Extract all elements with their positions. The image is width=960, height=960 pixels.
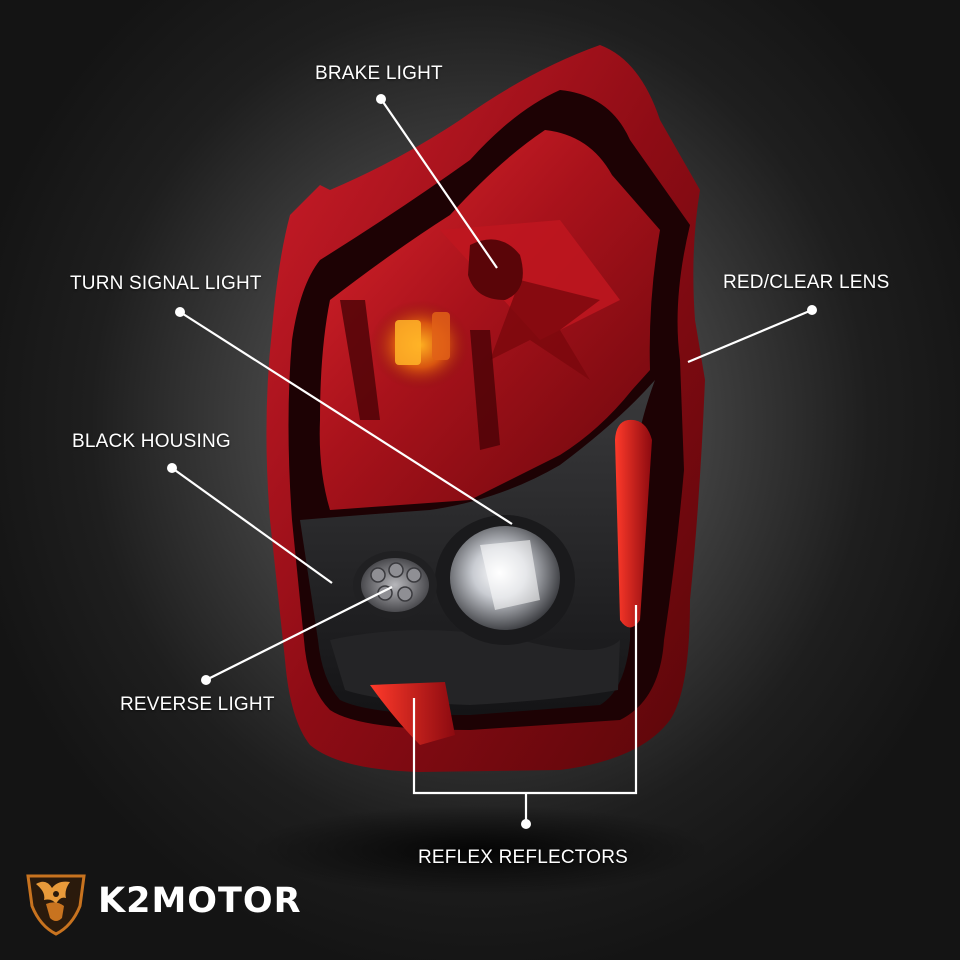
red-clear-lens-label: RED/CLEAR LENS [723, 272, 890, 293]
turn-signal-bulb-2 [432, 312, 450, 360]
turn-signal-label: TURN SIGNAL LIGHT [70, 273, 262, 294]
star-facet [490, 280, 600, 380]
brake-bulb-socket [468, 239, 523, 300]
reflex-reflectors-label: REFLEX REFLECTORS [418, 847, 628, 868]
led-dots [370, 562, 422, 602]
brand-logo: K2MOTOR [22, 868, 322, 938]
callout-dots [167, 94, 817, 829]
reverse-light-label: REVERSE LIGHT [120, 694, 275, 715]
callout-lines [171, 98, 813, 824]
turn-signal-dot [175, 307, 185, 317]
brand-name: K2MOTOR [98, 881, 302, 921]
turn-signal-bulb [395, 320, 421, 365]
reflex-reflectors-dot [521, 819, 531, 829]
red-lens [319, 130, 660, 510]
inner-shadow-struts [340, 300, 500, 450]
black-housing-dot [167, 463, 177, 473]
brake-light-label: BRAKE LIGHT [315, 63, 443, 84]
reverse-bulb [480, 540, 540, 610]
black-housing-label: BLACK HOUSING [72, 431, 231, 452]
brake-light-dot [376, 94, 386, 104]
red-clear-lens-dot [807, 305, 817, 315]
side-reflector-strip [615, 419, 652, 628]
floor-shadow [250, 805, 710, 895]
bottom-reflector [370, 682, 455, 745]
winged-lion-shield-icon [26, 874, 86, 936]
reverse-light-dot [201, 675, 211, 685]
